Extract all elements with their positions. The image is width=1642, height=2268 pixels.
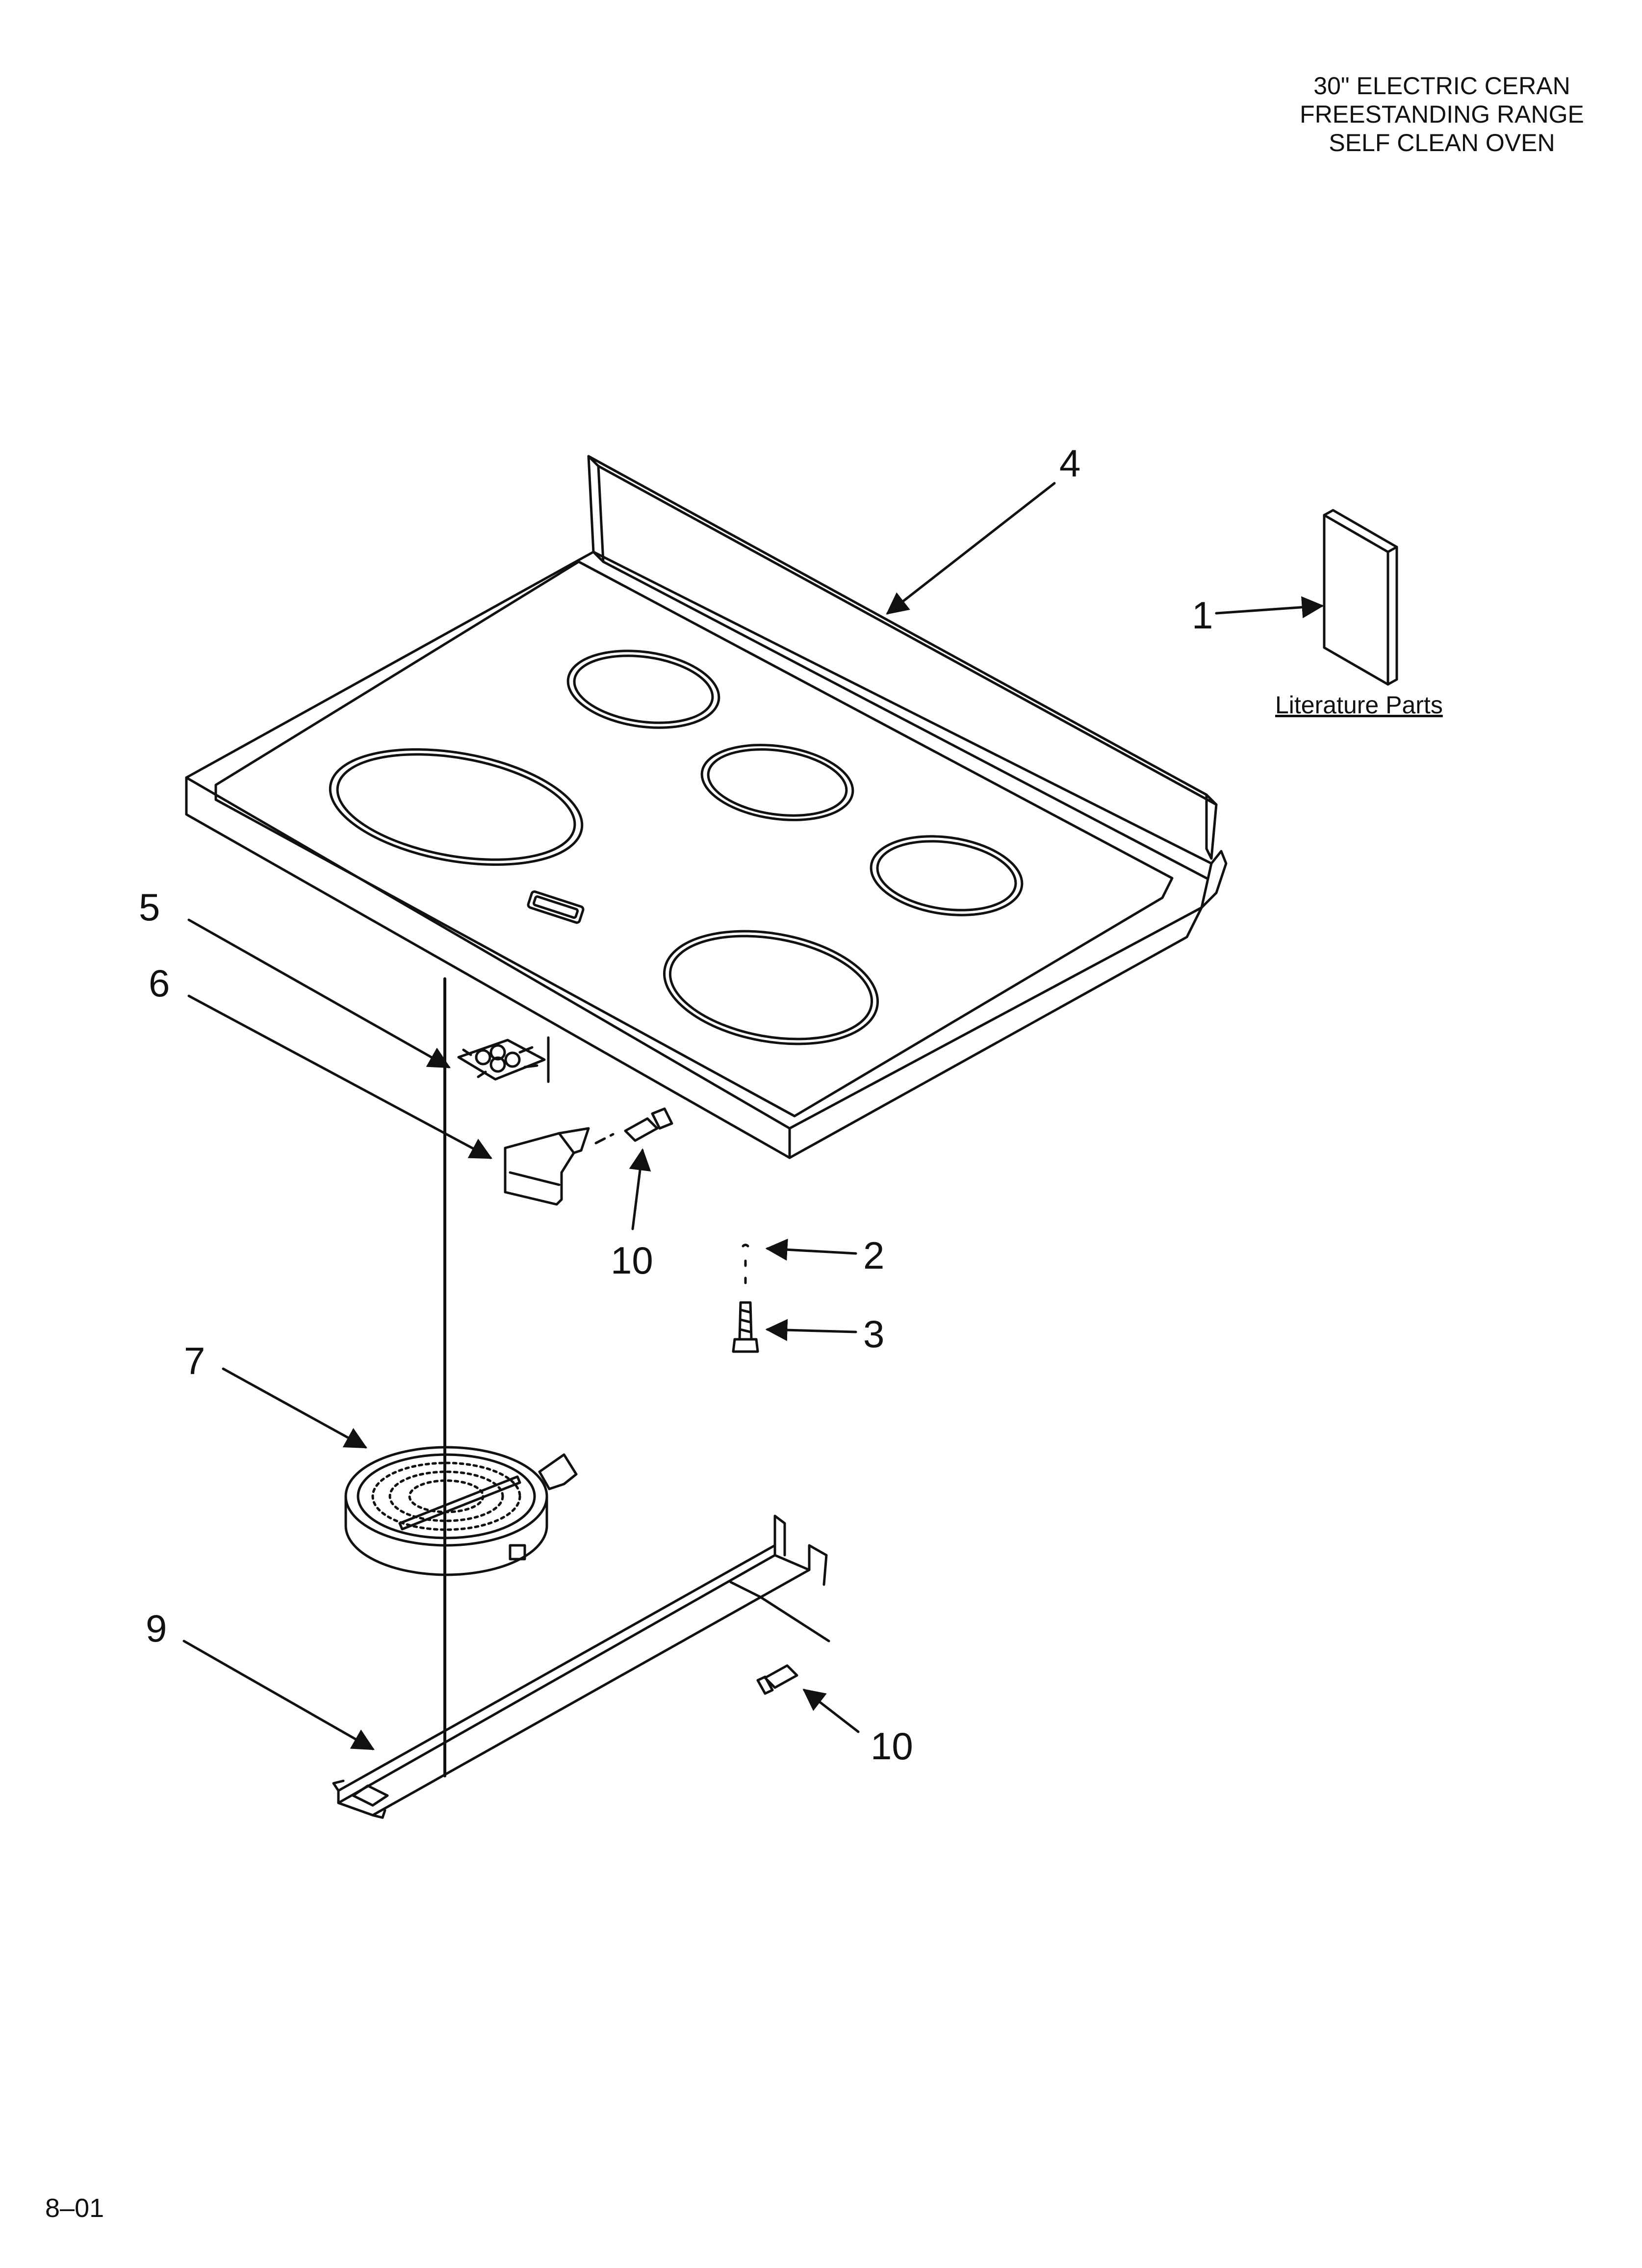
callout-9: 9 xyxy=(146,1607,167,1650)
diagram-title: 30" ELECTRIC CERAN FREESTANDING RANGE SE… xyxy=(1256,72,1628,157)
callout-1: 1 xyxy=(1192,594,1213,637)
callout-3: 3 xyxy=(863,1312,885,1356)
terminal-block xyxy=(457,1039,546,1081)
screw-upper xyxy=(624,1107,673,1142)
screw-part-3 xyxy=(732,1301,759,1353)
callout-10-lower: 10 xyxy=(871,1724,913,1768)
clip-part xyxy=(742,1244,749,1248)
screw-lower xyxy=(756,1664,798,1695)
callout-10-upper: 10 xyxy=(611,1239,653,1282)
callout-2: 2 xyxy=(863,1234,885,1277)
callout-7: 7 xyxy=(184,1339,205,1382)
title-line-1: 30" ELECTRIC CERAN xyxy=(1313,72,1570,100)
literature-parts-label: Literature Parts xyxy=(1275,691,1443,719)
cooktop-assembly xyxy=(185,455,1228,1159)
leader-lines xyxy=(182,482,1324,1750)
title-line-2: FREESTANDING RANGE xyxy=(1300,101,1584,128)
support-bar xyxy=(332,1514,830,1819)
callout-6: 6 xyxy=(149,962,170,1005)
callout-5: 5 xyxy=(139,886,160,929)
revision-code: 8–01 xyxy=(45,2193,104,2223)
literature-booklet xyxy=(1323,509,1398,686)
mounting-bracket xyxy=(504,1127,590,1206)
callout-4: 4 xyxy=(1059,442,1081,485)
radiant-element xyxy=(344,1446,578,1576)
title-line-3: SELF CLEAN OVEN xyxy=(1329,129,1555,156)
